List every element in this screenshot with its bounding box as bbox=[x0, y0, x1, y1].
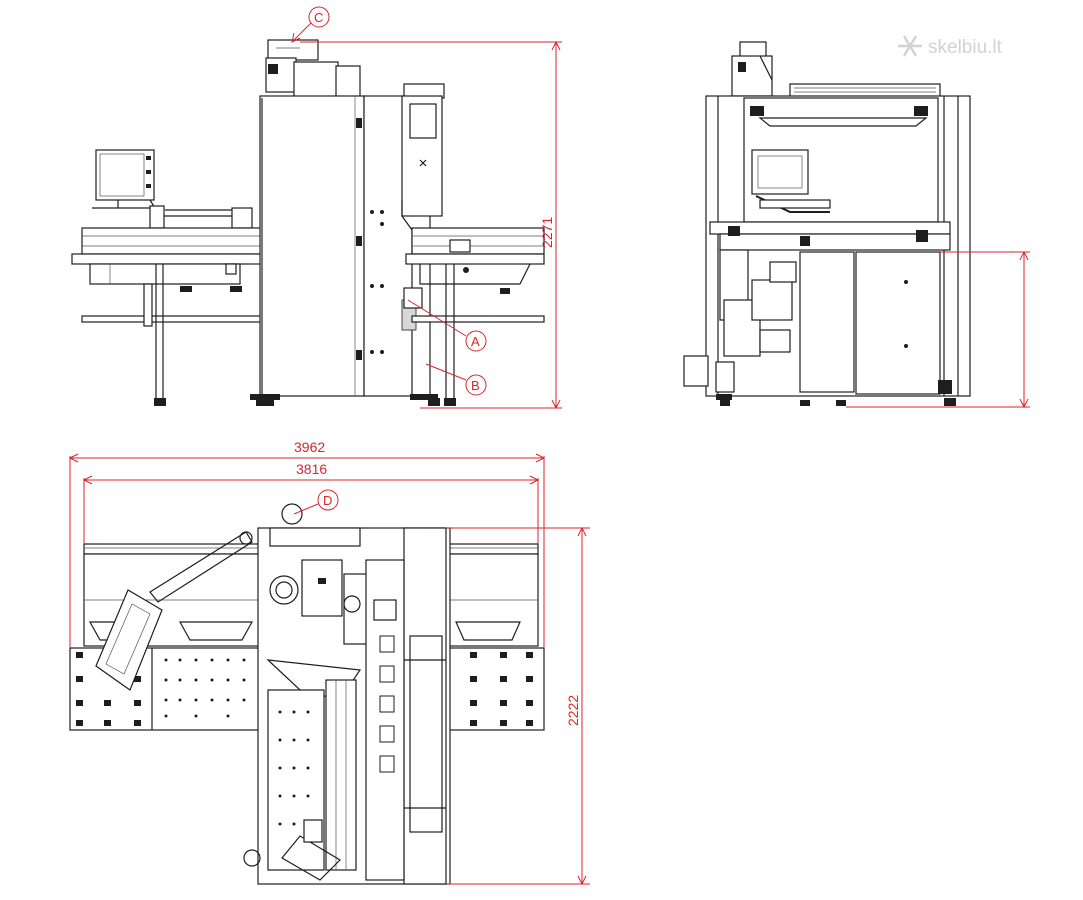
top-view bbox=[69, 503, 545, 885]
callout-b-label: B bbox=[471, 378, 480, 393]
top-view-annotations: 3962 3816 2222 D bbox=[68, 439, 590, 886]
callout-b: B bbox=[425, 363, 487, 396]
height-dimension-2271: 2271 bbox=[539, 217, 555, 248]
watermark: skelbiu.lt bbox=[898, 35, 1003, 58]
front-view-annotations: 2271 C A B bbox=[291, 6, 562, 410]
front-view bbox=[71, 39, 545, 406]
callout-d: D bbox=[293, 489, 339, 515]
depth-dimension-2222: 2222 bbox=[565, 695, 581, 726]
side-view-annotations bbox=[846, 250, 1030, 409]
callout-c-label: C bbox=[314, 10, 323, 25]
side-view bbox=[683, 41, 971, 406]
callout-d-label: D bbox=[323, 493, 332, 508]
snowflake-logo-icon bbox=[898, 35, 922, 57]
callout-a: A bbox=[407, 299, 487, 352]
callout-a-label: A bbox=[471, 334, 480, 349]
overall-length-dimension-3962: 3962 bbox=[294, 439, 325, 455]
watermark-text: skelbiu.lt bbox=[928, 37, 1003, 58]
callout-c: C bbox=[291, 6, 330, 43]
inner-length-dimension-3816: 3816 bbox=[296, 461, 327, 477]
